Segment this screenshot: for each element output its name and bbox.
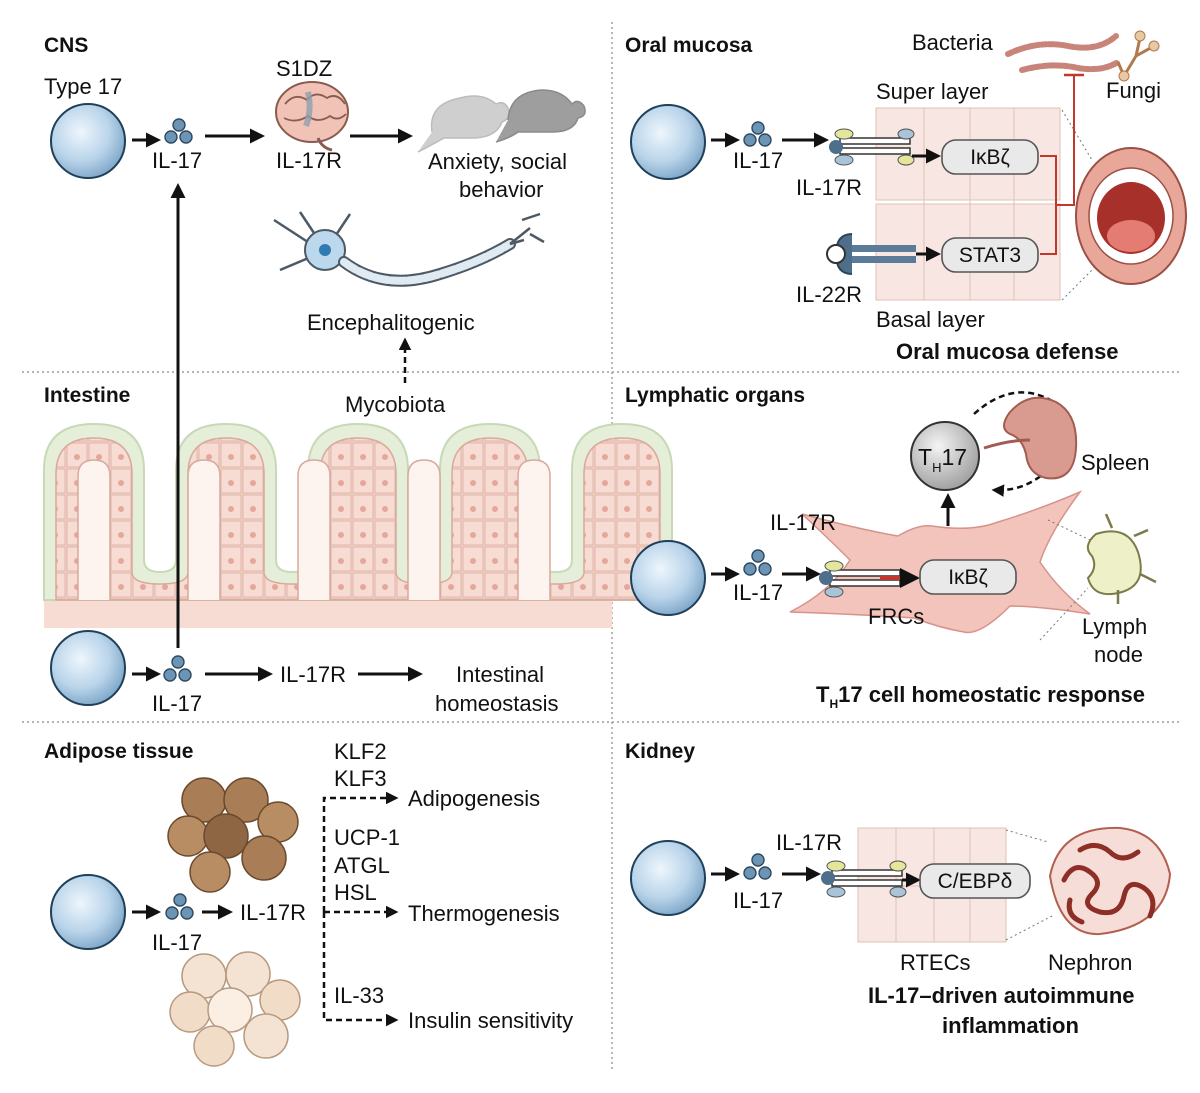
oral-bacteria: Bacteria bbox=[912, 30, 993, 55]
kidney-il17r-receptor-icon bbox=[821, 860, 907, 898]
adipose-gene-klf3: KLF3 bbox=[334, 766, 387, 791]
th17-cell-icon bbox=[910, 421, 980, 491]
panel-intestine: Intestine Mycobiota IL-17 IL-17R Intesti… bbox=[43, 183, 673, 716]
fungi-icon bbox=[1116, 30, 1160, 82]
cns-cytokine: IL-17 bbox=[152, 148, 202, 173]
lymph-factor: IκBζ bbox=[948, 566, 988, 589]
cns-outcome-line2: behavior bbox=[459, 177, 543, 202]
th17-label: TH17 bbox=[918, 444, 967, 475]
kidney-nephron: Nephron bbox=[1048, 950, 1132, 975]
oral-cytokine: IL-17 bbox=[733, 148, 783, 173]
cebpd-box bbox=[919, 863, 1031, 899]
white-adipocyte-cluster-icon bbox=[169, 951, 301, 1067]
adipose-immune-cell-icon bbox=[50, 874, 126, 950]
lymph-spleen: Spleen bbox=[1081, 450, 1150, 475]
bacteria-icon bbox=[1005, 33, 1121, 73]
adipose-cytokine: IL-17 bbox=[152, 930, 202, 955]
oral-receptor22: IL-22R bbox=[796, 282, 862, 307]
oral-factor1: IκBζ bbox=[970, 146, 1010, 169]
cns-brain-label: S1DZ bbox=[276, 56, 332, 81]
panel-oral: Oral mucosa Bacteria Fungi Super layer I… bbox=[625, 30, 1187, 364]
lymphatic-title: Lymphatic organs bbox=[625, 384, 805, 407]
oral-outcome: Oral mucosa defense bbox=[896, 339, 1119, 364]
oral-factor2: STAT3 bbox=[959, 244, 1021, 267]
lymph-node-icon bbox=[1039, 513, 1157, 641]
intestine-cytokine-dots-icon bbox=[163, 655, 192, 682]
panel-cns: CNS Type 17 IL-17 S1DZ IL-17R Anxiety, s… bbox=[44, 34, 586, 383]
ikbz-box bbox=[941, 139, 1039, 175]
kidney-outcome-line2: inflammation bbox=[942, 1013, 1079, 1038]
lymph-cytokine-dots-icon bbox=[743, 549, 772, 576]
cytokine-dots-icon bbox=[164, 118, 193, 144]
kidney-factor: C/EBPδ bbox=[938, 870, 1013, 893]
intestine-outcome-line1: Intestinal bbox=[456, 662, 544, 687]
kidney-rtecs: RTECs bbox=[900, 950, 971, 975]
adipose-outcome3: Insulin sensitivity bbox=[408, 1008, 573, 1033]
intestine-title: Intestine bbox=[44, 384, 130, 407]
cns-outcome-line1: Anxiety, social bbox=[428, 149, 567, 174]
panel-adipose: Adipose tissue IL-17 IL-17R bbox=[44, 739, 573, 1067]
oral-basal-layer: Basal layer bbox=[876, 307, 985, 332]
oral-cytokine-dots-icon bbox=[743, 121, 772, 147]
lymph-cytokine: IL-17 bbox=[733, 580, 783, 605]
inhibition-bracket bbox=[1040, 73, 1084, 255]
oral-immune-cell-icon bbox=[630, 104, 706, 180]
adipose-gene-hsl: HSL bbox=[334, 880, 377, 905]
il17r-receptor-icon bbox=[829, 128, 915, 166]
lymph-outcome: TH17 cell homeostatic response bbox=[816, 682, 1145, 711]
cns-neuron-label: Encephalitogenic bbox=[307, 310, 475, 335]
lymph-immune-cell-icon bbox=[630, 540, 706, 616]
lymph-il17r-receptor-icon bbox=[819, 560, 901, 598]
intestine-mycobiota: Mycobiota bbox=[345, 392, 446, 417]
intestine-cytokine: IL-17 bbox=[152, 691, 202, 716]
cns-cell-label: Type 17 bbox=[44, 74, 122, 99]
spleen-icon bbox=[983, 396, 1078, 480]
brain-icon bbox=[275, 81, 349, 152]
adipose-gene-klf2: KLF2 bbox=[334, 739, 387, 764]
cns-title: CNS bbox=[44, 34, 88, 57]
intestine-receptor: IL-17R bbox=[280, 662, 346, 687]
mouse-icon bbox=[417, 89, 586, 153]
adipose-receptor: IL-17R bbox=[240, 900, 306, 925]
lymph-frcs: FRCs bbox=[868, 604, 924, 629]
oral-fungi: Fungi bbox=[1106, 78, 1161, 103]
oral-receptor17: IL-17R bbox=[796, 175, 862, 200]
lymph-ikbz-box bbox=[919, 559, 1017, 595]
kidney-title: Kidney bbox=[625, 740, 695, 763]
kidney-immune-cell-icon bbox=[630, 840, 706, 916]
il22r-receptor-icon bbox=[826, 233, 916, 275]
kidney-receptor: IL-17R bbox=[776, 830, 842, 855]
adipose-outcome1: Adipogenesis bbox=[408, 786, 540, 811]
lymph-receptor: IL-17R bbox=[770, 510, 836, 535]
neuron-icon bbox=[273, 211, 545, 287]
kidney-cytokine: IL-17 bbox=[733, 888, 783, 913]
adipose-gene-ucp1: UCP-1 bbox=[334, 825, 400, 850]
oral-super-layer: Super layer bbox=[876, 79, 989, 104]
mouth-icon bbox=[1061, 109, 1187, 301]
kidney-cytokine-dots-icon bbox=[743, 853, 772, 880]
intestine-immune-cell-icon bbox=[50, 630, 126, 706]
spleen-arrow-in bbox=[973, 391, 1055, 415]
lymph-node-line1: Lymph bbox=[1082, 614, 1147, 639]
intestinal-crypts-icon bbox=[43, 422, 673, 628]
immune-cell-icon bbox=[50, 103, 126, 179]
adipose-gene-il33: IL-33 bbox=[334, 983, 384, 1008]
nephron-icon bbox=[1005, 826, 1172, 941]
adipose-outcome2: Thermogenesis bbox=[408, 901, 560, 926]
lymph-node-line2: node bbox=[1094, 642, 1143, 667]
adipose-dashed-arrow-1 bbox=[322, 791, 399, 912]
oral-title: Oral mucosa bbox=[625, 34, 753, 57]
adipose-gene-atgl: ATGL bbox=[334, 853, 390, 878]
cns-receptor: IL-17R bbox=[276, 148, 342, 173]
brown-adipocyte-cluster-icon bbox=[167, 777, 299, 893]
panel-kidney: Kidney IL-17 IL-17R C/EBPδ RTECs bbox=[625, 740, 1172, 1038]
intestine-outcome-line2: homeostasis bbox=[435, 691, 559, 716]
adipose-cytokine-dots-icon bbox=[165, 893, 194, 920]
adipose-title: Adipose tissue bbox=[44, 740, 193, 763]
kidney-outcome-line1: IL-17–driven autoimmune bbox=[868, 983, 1135, 1008]
panel-lymphatic: Lymphatic organs IL-17 IL-17R IκBζ FRCs … bbox=[625, 384, 1157, 711]
adipose-dashed-arrow-3 bbox=[322, 912, 399, 1027]
stat3-box bbox=[941, 237, 1039, 273]
